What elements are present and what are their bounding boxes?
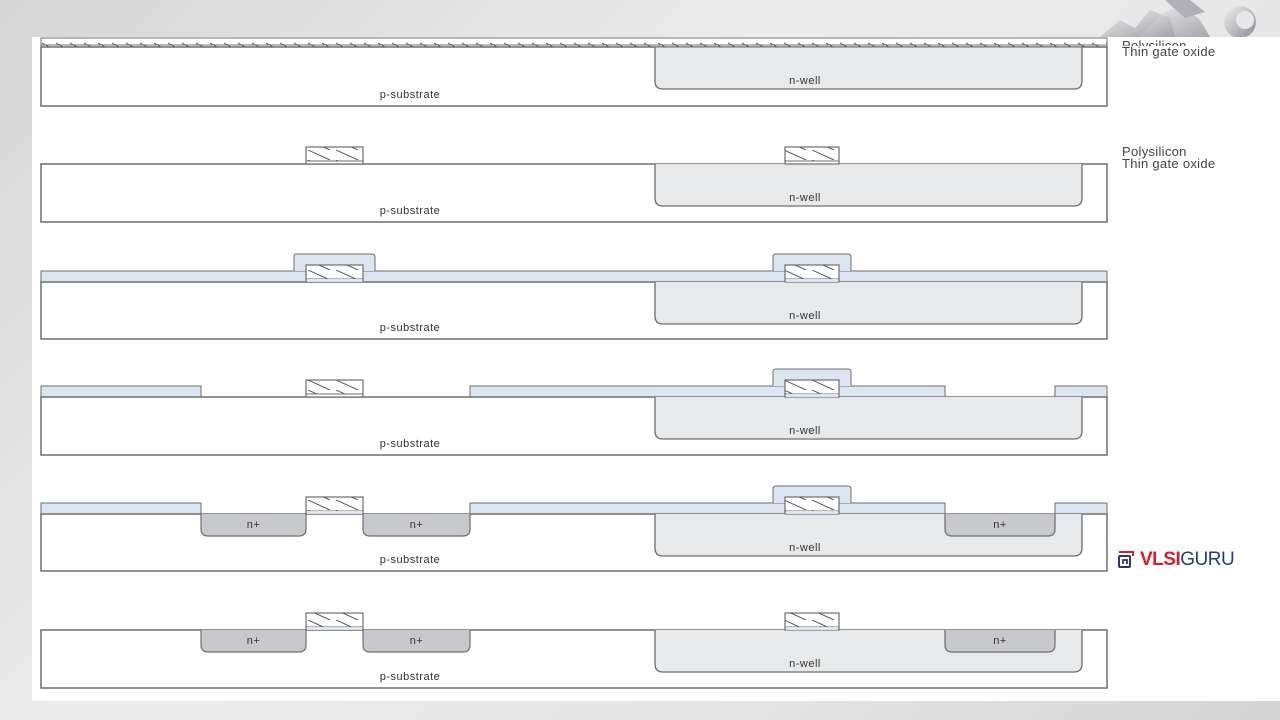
polysilicon-layer: [40, 37, 1108, 48]
n-plus-label: n+: [247, 635, 261, 647]
process-step-panel-5: p-substrate n-well n+ n+ n+: [40, 485, 1108, 572]
logo-guru-text: GURU: [1180, 549, 1235, 570]
p-substrate-label: p-substrate: [380, 438, 441, 450]
p-substrate-label: p-substrate: [380, 671, 441, 683]
n-well-region: [654, 282, 1083, 325]
polysilicon-hatch: [785, 380, 839, 394]
n-well-label: n-well: [789, 658, 821, 670]
n-plus-region: [362, 630, 471, 653]
legend-polysilicon: Polysilicon: [1122, 40, 1215, 46]
n-well-label: n-well: [789, 542, 821, 554]
n-well-label: n-well: [789, 310, 821, 322]
logo-vlsi-text: VLSI: [1140, 549, 1181, 570]
oxide-layer: [40, 502, 202, 515]
n-plus-region: [944, 514, 1056, 537]
n-well-label: n-well: [789, 75, 821, 87]
n-plus-region: [200, 514, 307, 537]
polysilicon-hatch: [306, 613, 363, 627]
oxide-layer: [40, 270, 1108, 283]
gears-icon: [1080, 0, 1280, 37]
polysilicon-hatch: [785, 265, 839, 279]
process-step-panel-4: p-substrate n-well: [40, 368, 1108, 456]
n-plus-label: n+: [410, 635, 424, 647]
thin-gate-oxide-fill: [307, 511, 362, 514]
polysilicon-hatch: [785, 497, 839, 511]
p-substrate-label: p-substrate: [380, 89, 441, 101]
legend-polysilicon: Polysilicon: [1122, 144, 1187, 159]
n-plus-label: n+: [247, 519, 261, 531]
thin-gate-oxide-fill: [307, 627, 362, 630]
n-well-label: n-well: [789, 425, 821, 437]
n-plus-label: n+: [993, 635, 1007, 647]
n-plus-label: n+: [410, 519, 424, 531]
polysilicon-hatch: [306, 147, 363, 161]
polysilicon-hatch: [306, 380, 363, 394]
p-substrate-label: p-substrate: [380, 554, 441, 566]
process-step-panel-1: p-substrate n-well: [40, 37, 1108, 107]
process-step-panel-3: p-substrate n-well: [40, 253, 1108, 340]
oxide-layer: [469, 385, 946, 398]
legend-thin-gate-oxide: Thin gate oxide: [1122, 44, 1216, 59]
n-well-region: [654, 397, 1083, 440]
n-plus-label: n+: [993, 519, 1007, 531]
oxide-layer: [40, 385, 202, 398]
slide-canvas: [32, 37, 1280, 701]
oxide-layer: [1054, 385, 1108, 398]
thin-gate-oxide-fill: [786, 627, 838, 630]
oxide-layer: [1054, 502, 1108, 515]
thin-gate-oxide-fill: [786, 279, 838, 282]
n-plus-region: [944, 630, 1056, 653]
process-step-panel-6: p-substrate n-well n+ n+ n+: [40, 612, 1108, 689]
n-plus-region: [200, 630, 307, 653]
thin-gate-oxide-fill: [786, 511, 838, 514]
panel1-legend: Polysilicon Thin gate oxide: [1122, 40, 1215, 58]
polysilicon-hatch: [785, 613, 839, 627]
legend-thin-gate-oxide: Thin gate oxide: [1122, 156, 1216, 171]
n-well-label: n-well: [789, 192, 821, 204]
thin-gate-oxide-fill: [786, 394, 838, 397]
panel2-legend: Polysilicon Thin gate oxide: [1122, 144, 1216, 171]
polysilicon-hatch: [306, 265, 363, 279]
vlsiguru-mark-icon: [1118, 551, 1134, 568]
polysilicon-hatch: [785, 147, 839, 161]
n-well-region: [654, 164, 1083, 207]
thin-gate-oxide-fill: [307, 279, 362, 282]
process-step-panel-2: p-substrate n-well: [40, 146, 1108, 223]
oxide-layer: [469, 502, 946, 515]
polysilicon-hatch: [306, 497, 363, 511]
n-plus-region: [362, 514, 471, 537]
n-well-region: [654, 47, 1083, 90]
p-substrate-label: p-substrate: [380, 322, 441, 334]
vlsiguru-logo: VLSI GURU: [1116, 548, 1235, 572]
p-substrate-label: p-substrate: [380, 205, 441, 217]
